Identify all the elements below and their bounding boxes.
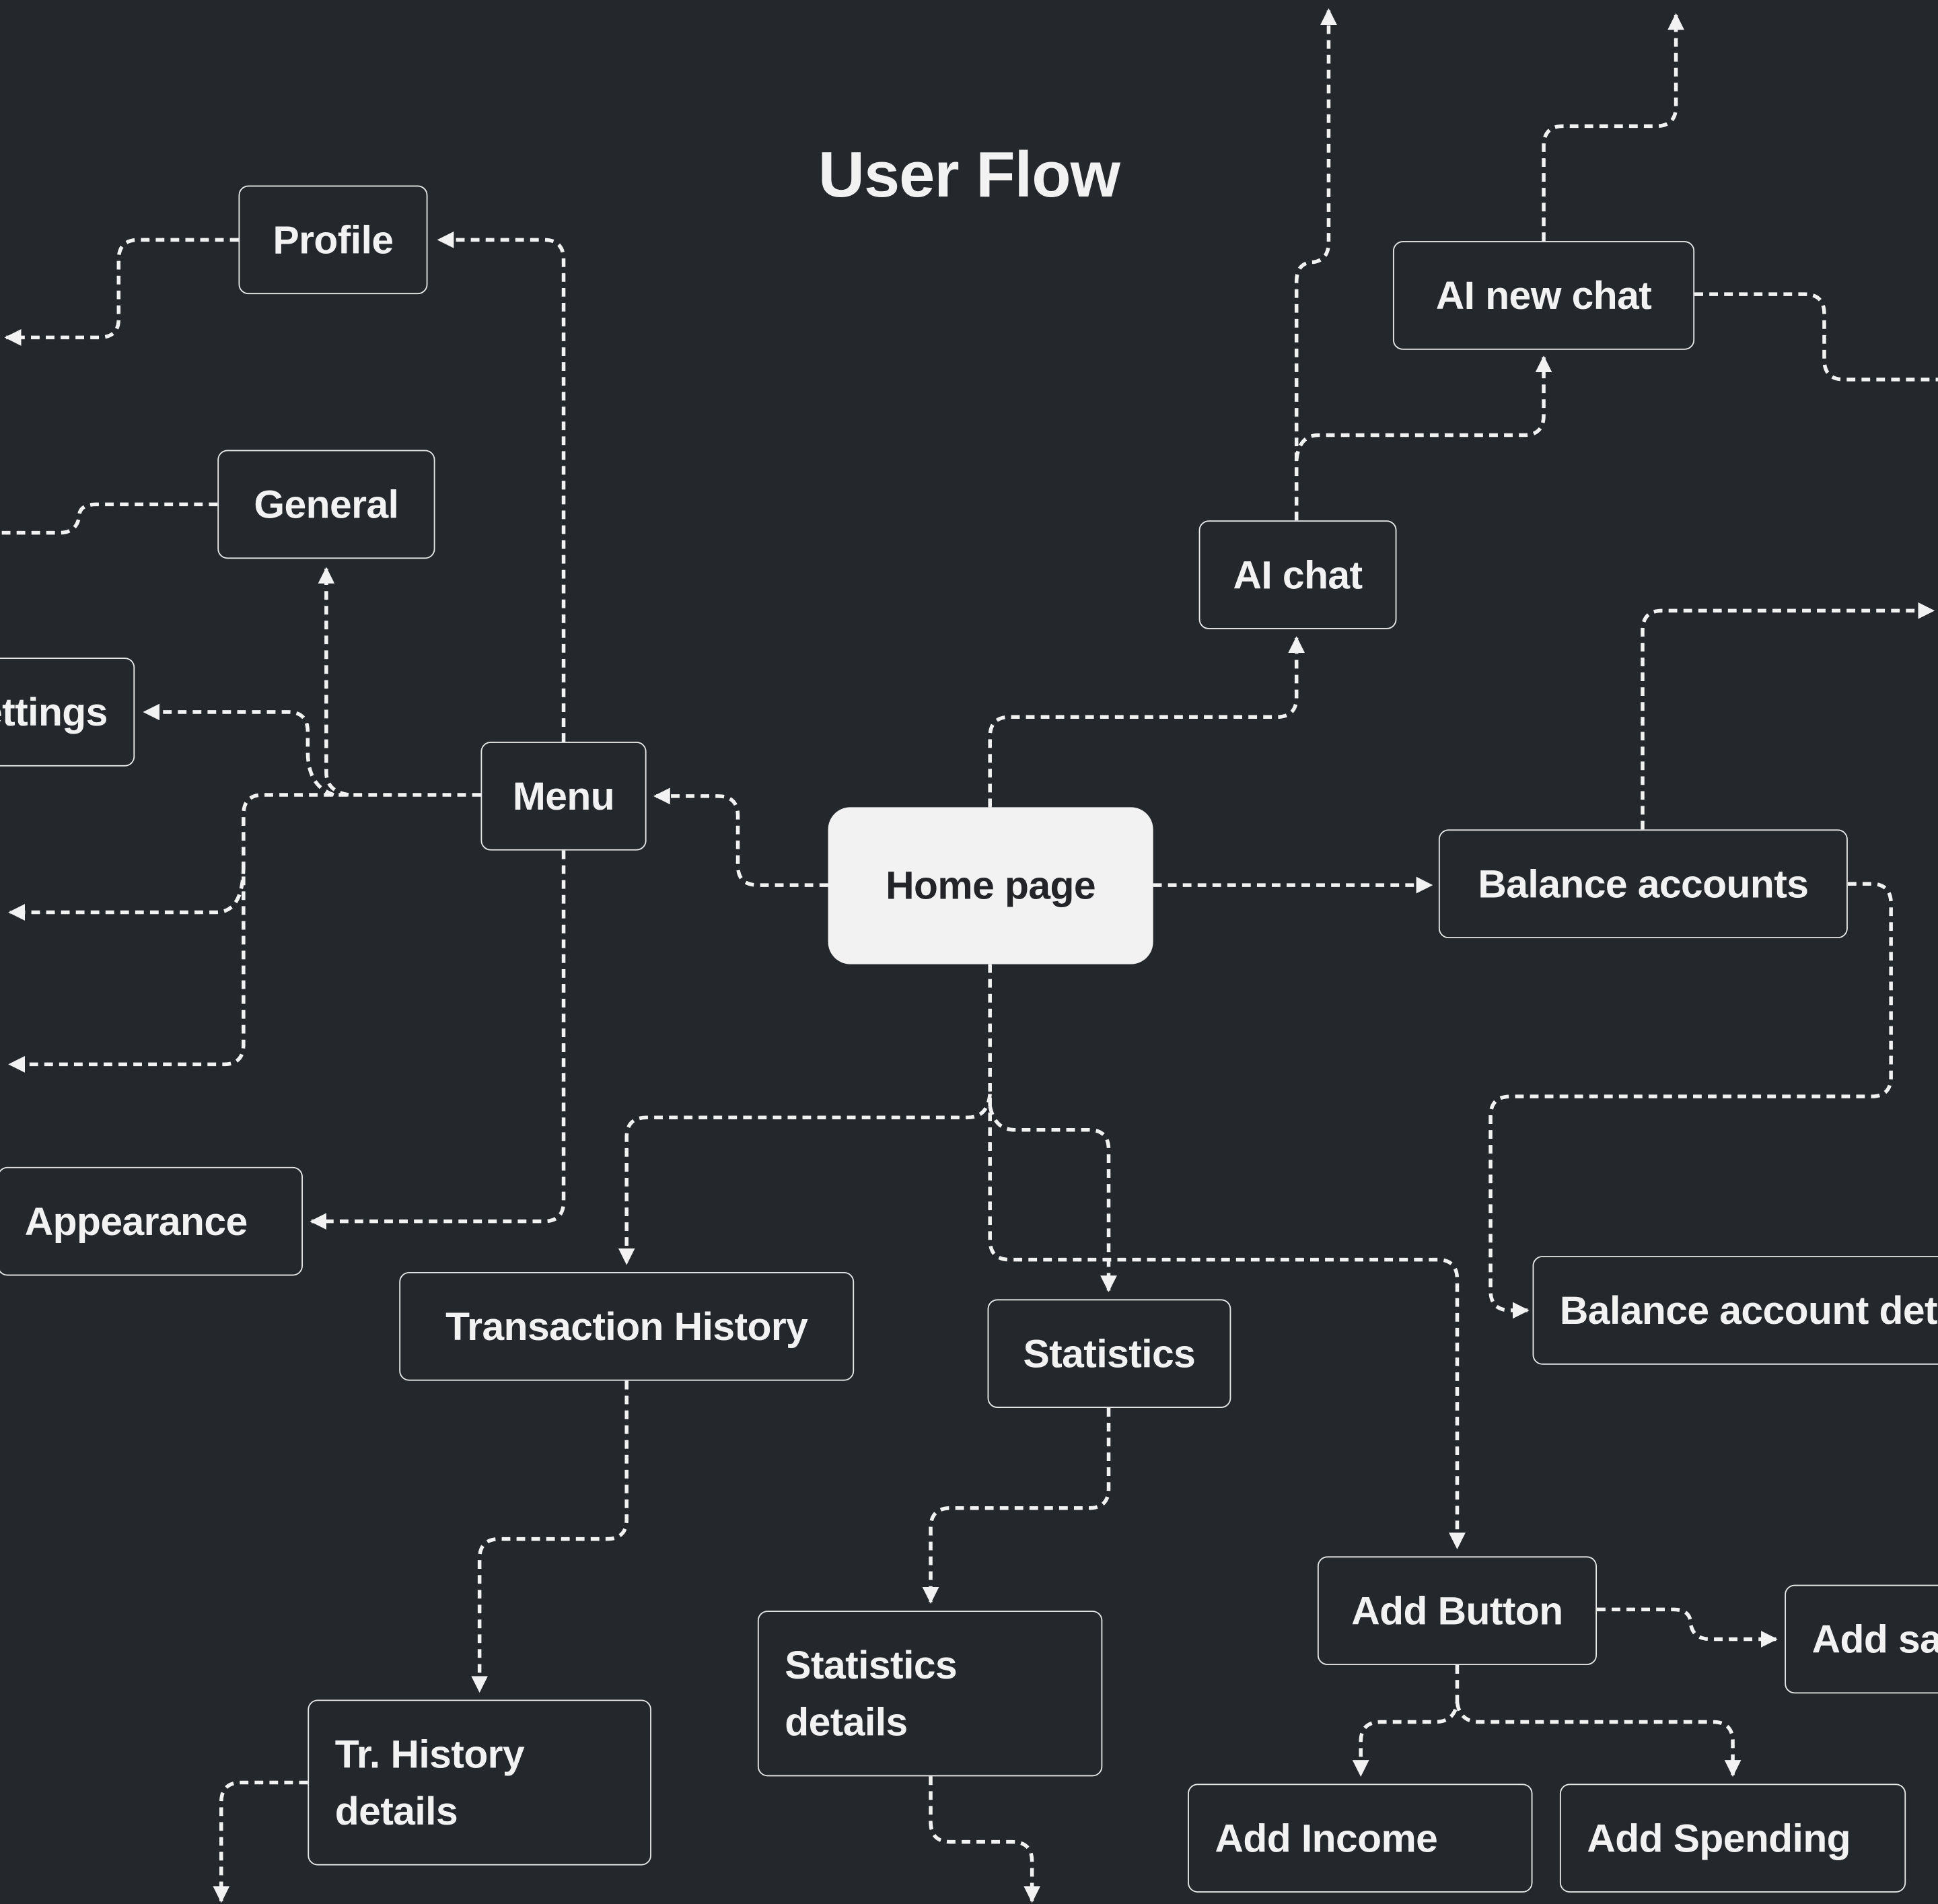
node-general[interactable]: General <box>217 450 435 559</box>
edge-transactions-details <box>471 1380 629 1693</box>
edge-addbutton-spending <box>1455 1701 1742 1777</box>
edge-balance-up <box>1641 602 1935 830</box>
edge-home-statistics <box>988 1106 1117 1292</box>
edge-trdetails-down <box>213 1780 308 1903</box>
node-profile[interactable]: Profile <box>238 185 428 295</box>
node-home-page[interactable]: Home page <box>828 807 1153 964</box>
edge-menu-left-lower <box>8 793 481 1073</box>
node-label-line: details <box>785 1699 908 1744</box>
edge-newchat-right <box>1694 292 1938 382</box>
node-add-savings[interactable]: Add savings <box>1785 1584 1938 1694</box>
node-ai-new-chat[interactable]: AI new chat <box>1392 241 1695 350</box>
node-add-spending[interactable]: Add Spending <box>1559 1784 1906 1893</box>
edge-menu-general <box>318 567 349 797</box>
node-tr-history-details[interactable]: Tr. History details <box>308 1699 651 1866</box>
edge-menu-profile <box>437 231 566 742</box>
edge-general-out <box>0 502 218 535</box>
edge-statsdetails-down <box>929 1776 1041 1903</box>
node-statistics[interactable]: Statistics <box>987 1299 1231 1409</box>
edge-menu-appearance <box>310 850 566 1230</box>
edge-home-addbutton <box>988 964 1466 1550</box>
edge-menu-left-mid <box>8 865 246 921</box>
node-menu[interactable]: Menu <box>480 742 647 851</box>
node-balance-accounts[interactable]: Balance accounts <box>1438 829 1848 939</box>
edge-newchat-up <box>1542 13 1684 242</box>
edge-addbutton-income <box>1352 1665 1460 1777</box>
edge-aichat-up <box>1294 8 1337 521</box>
node-ai-chat[interactable]: AI chat <box>1198 520 1397 629</box>
node-label-line: Tr. History <box>334 1732 525 1777</box>
node-label-line: Statistics <box>785 1642 958 1688</box>
node-add-income[interactable]: Add Income <box>1188 1784 1533 1893</box>
page-title: User Flow <box>818 139 1120 212</box>
edge-home-transactions <box>618 1094 992 1265</box>
node-appearance[interactable]: Appearance <box>0 1166 303 1276</box>
edge-profile-out <box>4 238 239 346</box>
node-balance-account-details[interactable]: Balance account details <box>1532 1256 1938 1365</box>
edge-aichat-newchat <box>1294 355 1552 460</box>
edge-menu-settings <box>143 703 334 797</box>
edge-balance-details <box>1488 882 1893 1319</box>
node-statistics-details[interactable]: Statistics details <box>757 1611 1103 1777</box>
edge-statistics-details <box>922 1408 1111 1604</box>
node-label-line: details <box>334 1788 458 1833</box>
edge-addbutton-savings <box>1597 1607 1778 1648</box>
node-settings[interactable]: Settings <box>0 658 135 767</box>
node-transaction-history[interactable]: Transaction History <box>399 1271 855 1381</box>
node-add-button[interactable]: Add Button <box>1317 1556 1598 1666</box>
edge-home-menu <box>653 787 828 887</box>
edge-home-aichat <box>988 636 1305 808</box>
